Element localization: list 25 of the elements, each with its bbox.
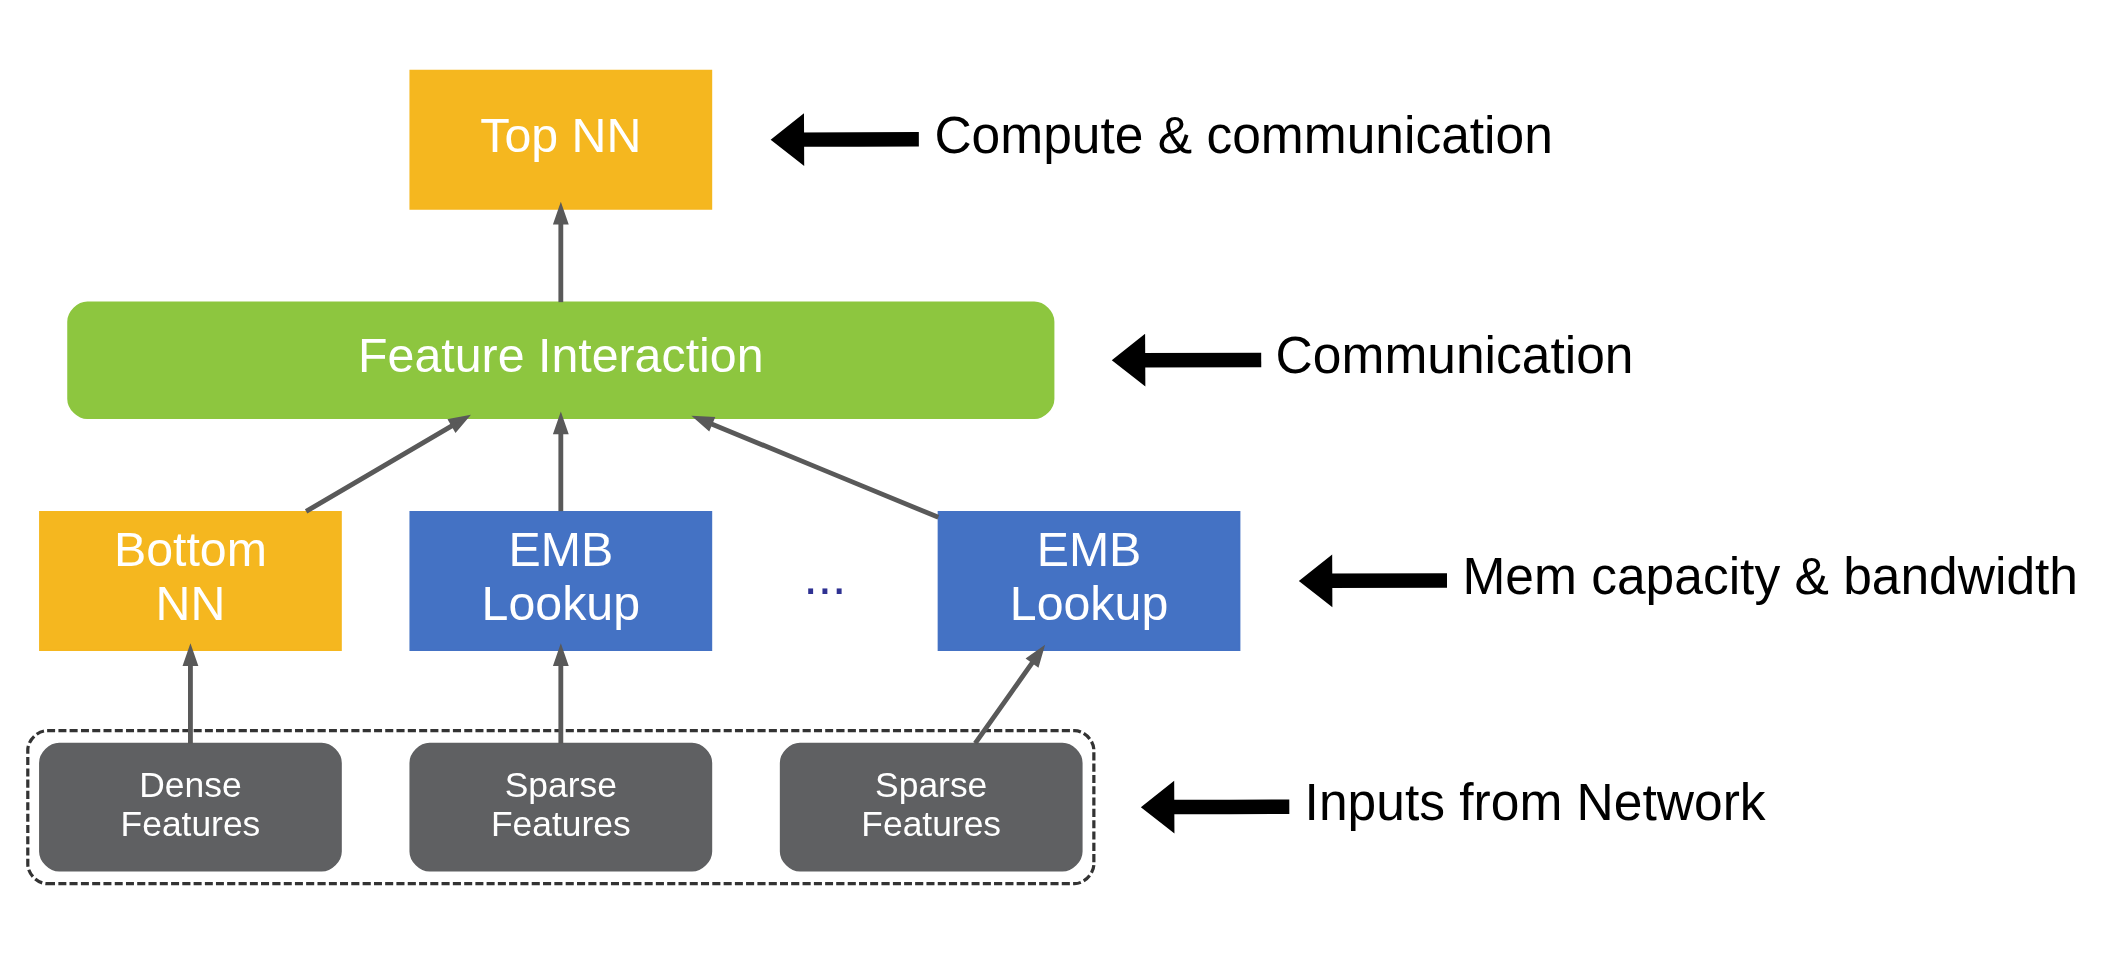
node-box: Dense Features <box>39 742 342 872</box>
node-box: Bottom NN <box>39 510 342 651</box>
label: ... <box>803 546 847 605</box>
node-box: Sparse Features <box>779 742 1083 872</box>
arrow <box>1140 780 1290 834</box>
arrow <box>182 643 199 744</box>
arrow <box>1111 333 1262 387</box>
node-box: EMB Lookup <box>409 510 713 651</box>
node-box: EMB Lookup <box>937 510 1241 651</box>
node-text: Inputs from Network <box>1304 773 1766 832</box>
arrow <box>304 414 471 514</box>
node-text: Compute & communication <box>934 105 1553 164</box>
arrow <box>770 113 919 166</box>
arrow <box>552 643 569 744</box>
arrow <box>1298 554 1447 608</box>
arrow <box>552 411 569 512</box>
node-box: Feature Interaction <box>67 301 1055 420</box>
node-text: Communication <box>1275 326 1634 385</box>
arrow <box>973 644 1046 745</box>
arrow <box>691 415 940 520</box>
node-box: Top NN <box>409 69 713 210</box>
node-text: Mem capacity & bandwidth <box>1462 546 2079 605</box>
node-box: Sparse Features <box>409 742 713 872</box>
arrow <box>552 201 569 303</box>
cluster <box>26 729 1096 886</box>
